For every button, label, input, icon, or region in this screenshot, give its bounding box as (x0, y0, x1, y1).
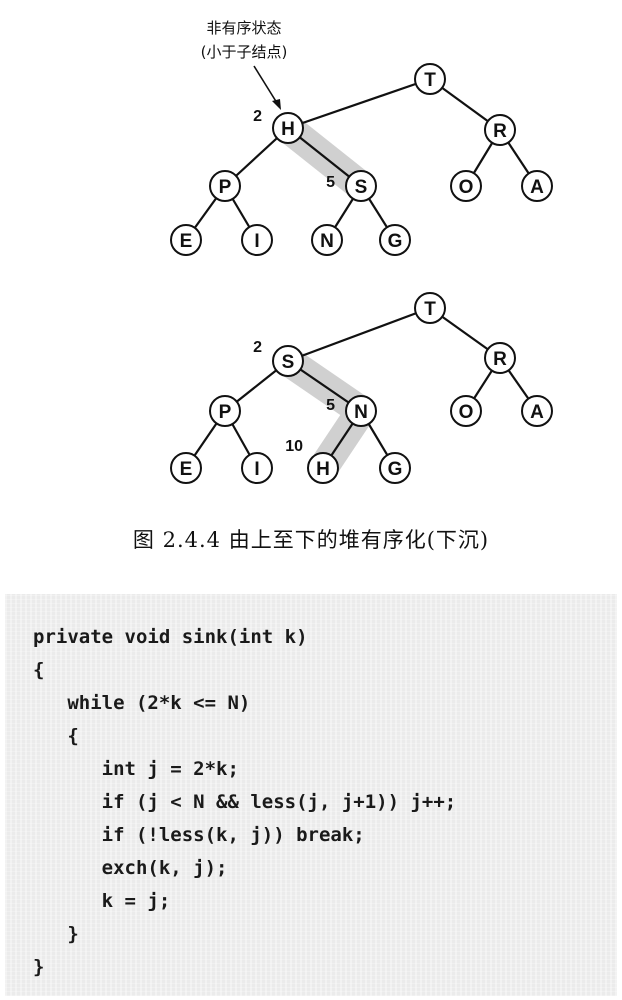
svg-text:H: H (316, 459, 330, 480)
svg-text:A: A (530, 402, 544, 423)
tree-node: A (521, 395, 553, 427)
tree-node: G (379, 224, 411, 256)
svg-text:G: G (388, 459, 403, 480)
code-line: if (j < N && less(j, j+1)) j++; (33, 791, 457, 813)
tree-node: O (450, 395, 482, 427)
svg-text:A: A (530, 177, 544, 198)
tree-node: S (345, 170, 377, 202)
svg-text:N: N (320, 231, 334, 252)
svg-text:H: H (281, 119, 295, 140)
svg-text:O: O (459, 177, 474, 198)
svg-text:R: R (493, 121, 507, 142)
annotation-arrow (253, 65, 278, 104)
svg-text:S: S (355, 177, 368, 198)
code-line: if (!less(k, j)) break; (33, 824, 365, 846)
tree-node-sunk: H (307, 452, 339, 484)
tree-after-sink: T S R P N O A E I H G 2 5 10 (170, 292, 553, 484)
svg-text:N: N (354, 402, 368, 423)
tree-node: R (484, 342, 516, 374)
svg-text:P: P (219, 177, 232, 198)
tree-node: N (311, 224, 343, 256)
code-line: private void sink(int k) (33, 626, 308, 648)
code-listing: private void sink(int k) { while (2*k <=… (5, 594, 617, 996)
heap-sink-diagram: T H R P S O A E I N G 2 5 非有序状态 (小于子结点) … (170, 19, 553, 484)
index-label: 2 (253, 339, 262, 356)
svg-text:S: S (282, 352, 295, 373)
code-line: } (33, 956, 45, 978)
svg-text:T: T (424, 70, 436, 91)
edge (287, 77, 431, 130)
tree-node: S (272, 345, 304, 377)
code-line: } (33, 923, 79, 945)
svg-text:R: R (493, 349, 507, 370)
annotation-line-1: 非有序状态 (206, 19, 281, 37)
tree-node: T (414, 292, 446, 324)
annotation-line-2: (小于子结点) (201, 43, 288, 61)
code-line: exch(k, j); (33, 857, 228, 879)
code-line: int j = 2*k; (33, 758, 239, 780)
index-label: 5 (326, 397, 335, 414)
code-line: { (33, 659, 45, 681)
tree-node: P (209, 170, 241, 202)
svg-text:T: T (424, 299, 436, 320)
svg-text:O: O (459, 402, 474, 423)
code-line: { (33, 725, 79, 747)
index-label: 2 (253, 108, 262, 125)
tree-node: N (345, 395, 377, 427)
tree-node: T (414, 63, 446, 95)
index-label: 5 (326, 174, 335, 191)
svg-text:I: I (254, 459, 259, 480)
figure-caption: 图 2.4.4 由上至下的堆有序化(下沉) (132, 528, 490, 552)
tree-before-sink: T H R P S O A E I N G 2 5 非有序状态 (小于子结点) (170, 19, 553, 256)
tree-node: R (484, 114, 516, 146)
edge (287, 306, 431, 363)
tree-node: G (379, 452, 411, 484)
arrow-head-icon (272, 99, 281, 110)
svg-text:E: E (180, 231, 193, 252)
tree-node-problem: H (272, 112, 304, 144)
tree-node: P (209, 395, 241, 427)
code-line: k = j; (33, 890, 171, 912)
tree-node: I (241, 452, 273, 484)
tree-node: E (170, 224, 202, 256)
svg-text:E: E (180, 459, 193, 480)
code-line: while (2*k <= N) (33, 692, 251, 714)
tree-node: I (241, 224, 273, 256)
index-label: 10 (285, 438, 303, 455)
tree-node: A (521, 170, 553, 202)
tree-node: E (170, 452, 202, 484)
svg-text:I: I (254, 231, 259, 252)
tree-node: O (450, 170, 482, 202)
svg-text:G: G (388, 231, 403, 252)
svg-text:P: P (219, 402, 232, 423)
